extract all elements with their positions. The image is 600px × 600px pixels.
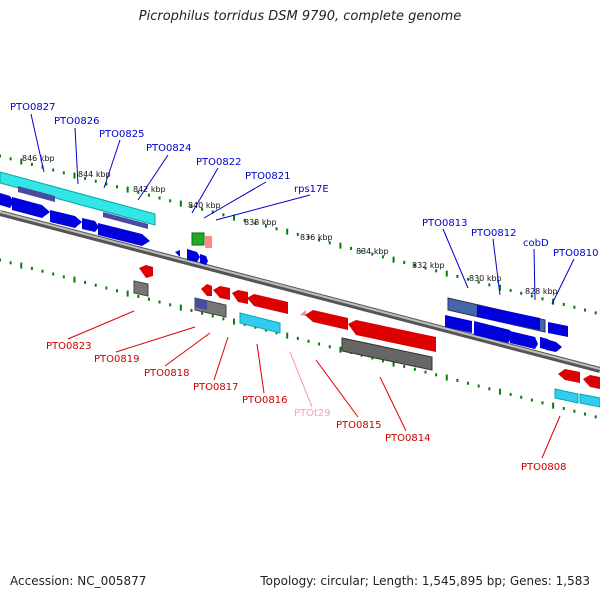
cds-reverse-track xyxy=(133,280,433,371)
misc-features xyxy=(191,232,212,248)
gene-label-pto0810: PTO0810 xyxy=(553,248,598,259)
scale-labels: 846 kbp 844 kbp 842 kbp 840 kbp 838 kbp … xyxy=(22,154,558,296)
gene-label-ptot29: PTOt29 xyxy=(294,408,331,419)
accession-text: Accession: NC_005877 xyxy=(10,574,147,588)
genome-backbone xyxy=(0,210,600,373)
tick-label: 842 kbp xyxy=(133,185,166,194)
gene-label-pto0808: PTO0808 xyxy=(521,462,566,473)
leader-lines-top xyxy=(30,113,575,305)
tick-label: 830 kbp xyxy=(469,274,502,283)
gene-labels-top: PTO0827 PTO0826 PTO0825 PTO0824 PTO0822 … xyxy=(10,102,598,259)
tick-label: 828 kbp xyxy=(525,287,558,296)
gene-labels-bottom: PTO0823 PTO0819 PTO0818 PTO0817 PTO0816 … xyxy=(46,341,566,473)
tick-label: 840 kbp xyxy=(188,201,221,210)
map-title: Picrophilus torridus DSM 9790, complete … xyxy=(138,9,462,24)
gene-label-cobd: cobD xyxy=(523,238,549,249)
gene-label-pto0823: PTO0823 xyxy=(46,341,91,352)
gene-label-pto0819: PTO0819 xyxy=(94,354,139,365)
gene-label-pto0814: PTO0814 xyxy=(385,433,430,444)
gene-label-pto0818: PTO0818 xyxy=(144,368,189,379)
tick-label: 834 kbp xyxy=(356,247,389,256)
gene-label-pto0813: PTO0813 xyxy=(422,218,467,229)
gene-label-pto0827: PTO0827 xyxy=(10,102,55,113)
leader-lines-bottom xyxy=(67,310,561,459)
gene-label-pto0822: PTO0822 xyxy=(196,157,241,168)
gene-label-pto0826: PTO0826 xyxy=(54,116,99,127)
tick-label: 832 kbp xyxy=(412,261,445,270)
tick-label: 844 kbp xyxy=(78,170,111,179)
scale-dots xyxy=(0,154,597,419)
tick-label: 846 kbp xyxy=(22,154,55,163)
gene-label-rps17e: rps17E xyxy=(294,184,329,195)
gene-label-pto0824: PTO0824 xyxy=(146,143,191,154)
forward-gene-track xyxy=(0,193,568,352)
gene-label-pto0825: PTO0825 xyxy=(99,129,144,140)
gene-label-pto0815: PTO0815 xyxy=(336,420,381,431)
gene-label-pto0816: PTO0816 xyxy=(242,395,287,406)
genome-summary-text: Topology: circular; Length: 1,545,895 bp… xyxy=(260,574,590,588)
tick-label: 838 kbp xyxy=(244,218,277,227)
gene-label-pto0821: PTO0821 xyxy=(245,171,290,182)
gene-label-pto0817: PTO0817 xyxy=(193,382,238,393)
tick-label: 836 kbp xyxy=(300,233,333,242)
reverse-gene-track xyxy=(139,265,600,389)
gene-label-pto0812: PTO0812 xyxy=(471,228,516,239)
